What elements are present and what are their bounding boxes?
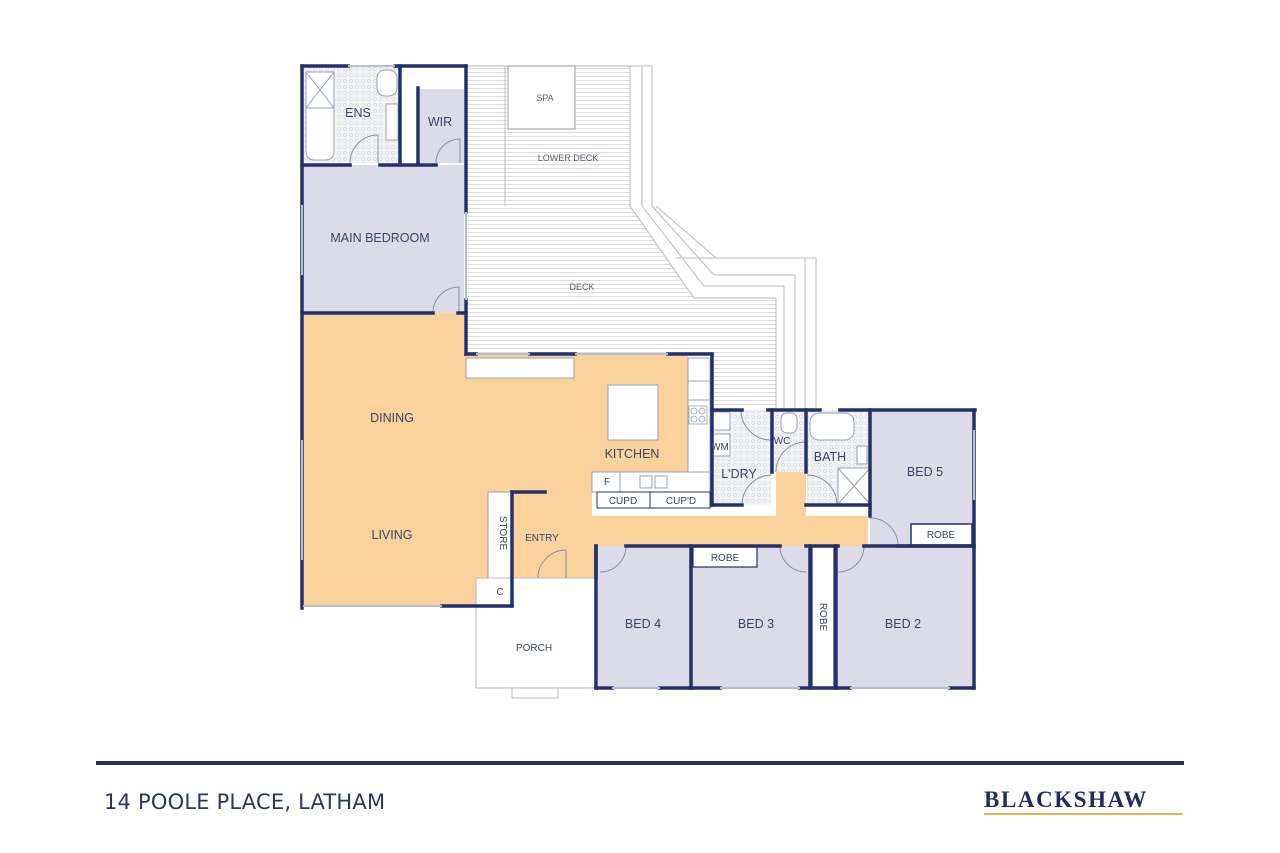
wir-label: WIR [428,115,452,129]
laundry-label: L'DRY [721,467,757,481]
kitchen-island [607,384,659,441]
property-address: 14 POOLE PLACE, LATHAM [104,790,386,814]
floor-plan: SPA LOWER DECK DECK [300,64,977,699]
robe-bed2-label: ROBE [817,603,828,632]
fridge-label: F [604,477,610,488]
bed5-label: BED 5 [907,465,943,479]
brand-underline [984,813,1183,815]
spa [507,65,576,130]
living-label: LIVING [372,528,413,542]
sink-icon [639,475,653,489]
wir [420,89,464,163]
cupd-label-1: CUPD [609,496,637,507]
cupboard-label: C [496,587,503,598]
room-labels: ENS WIR MAIN BEDROOM DINING KITCHEN F CU… [330,106,955,654]
entry-label: ENTRY [525,533,559,544]
wm-label: WM [711,442,729,453]
spa-label: SPA [536,93,553,103]
robe-bed5-label: ROBE [927,530,956,541]
bed3-label: BED 3 [738,617,774,631]
brand-logo: BLACKSHAW [984,787,1148,812]
deck-area: SPA LOWER DECK DECK [468,65,817,408]
door-swings [349,134,899,579]
footer-divider [96,761,1184,765]
cooktop-icon [688,405,708,425]
main-bedroom-label: MAIN BEDROOM [330,231,429,245]
bed-3 [692,546,810,688]
ensuite-label: ENS [345,106,371,120]
living-dining-area [303,313,868,606]
dining-label: DINING [370,411,414,425]
porch-label: PORCH [516,643,552,654]
cupd-label-2: CUP'D [666,496,696,507]
kitchen-label: KITCHEN [605,447,660,461]
bath-label: BATH [814,450,846,464]
bed2-label: BED 2 [885,617,921,631]
bed-4 [598,546,690,688]
bed-2 [835,546,974,688]
wc-label: WC [774,436,791,447]
porch [475,577,597,689]
room-fills [303,67,974,699]
store-label: STORE [497,516,508,551]
bed4-label: BED 4 [625,617,661,631]
robe-bed3-label: ROBE [711,553,740,564]
windows [301,65,975,689]
lower-deck-label: LOWER DECK [538,153,599,163]
main-bedroom [303,165,464,313]
deck-label: DECK [569,282,594,292]
